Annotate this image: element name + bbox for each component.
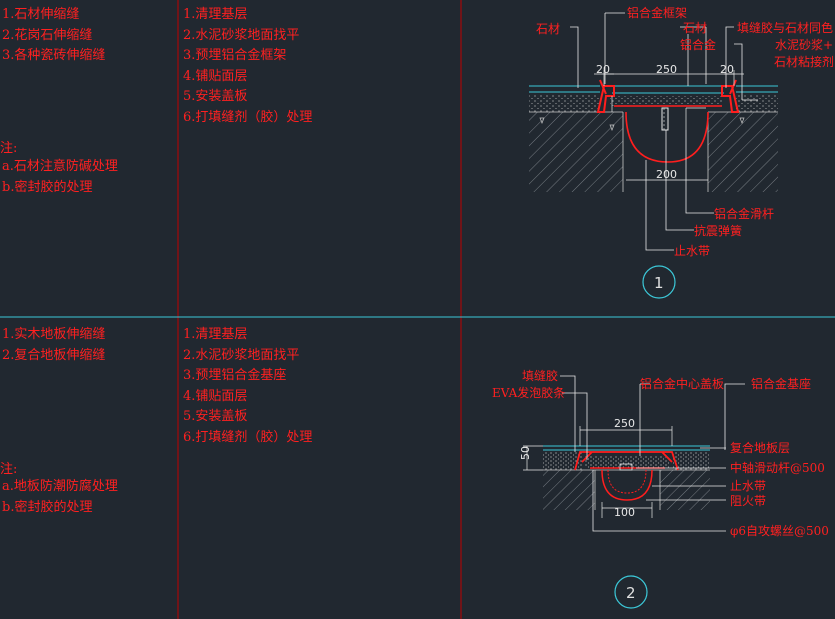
label-stone: 石材 xyxy=(536,22,560,36)
waterstop-u xyxy=(625,111,709,163)
label-waterstop: 止水带 xyxy=(674,244,710,258)
detail-badge-1 xyxy=(642,265,676,299)
step-item: 1.清理基层 xyxy=(183,327,248,342)
label-slide-rod: 中轴滑动杆@500 xyxy=(730,460,825,475)
step-item: 5.安装盖板 xyxy=(183,89,248,104)
waterstop-u xyxy=(601,469,653,501)
step-item: 5.安装盖板 xyxy=(183,409,248,424)
type-item: 3.各种瓷砖伸缩缝 xyxy=(2,48,106,63)
panel2-note-title: 注: xyxy=(0,462,18,477)
step-item: 6.打填缝剂（胶）处理 xyxy=(183,429,313,445)
panel1-steps: 1.清理基层 2.水泥砂浆地面找平 3.预埋铝合金框架 4.铺贴面层 5.安装盖… xyxy=(183,5,312,128)
step-item: 3.预埋铝合金基座 xyxy=(183,368,287,383)
detail-badge-2 xyxy=(614,575,648,609)
label-base: 铝合金基座 xyxy=(751,376,811,391)
type-item: 2.花岗石伸缩缝 xyxy=(2,27,93,43)
badge-number: 2 xyxy=(626,584,636,602)
note-item: b.密封胶的处理 xyxy=(2,499,93,515)
type-item: 1.实木地板伸缩缝 xyxy=(2,327,106,342)
mortar-left xyxy=(543,452,583,470)
label-al: 铝合金 xyxy=(680,37,716,52)
concrete-left xyxy=(529,112,623,192)
type-item: 1.石材伸缩缝 xyxy=(2,7,80,22)
step-item: 2.水泥砂浆地面找平 xyxy=(183,27,300,43)
step-item: 6.打填缝剂（胶）处理 xyxy=(183,109,313,125)
concrete-left xyxy=(543,470,595,510)
concrete-right xyxy=(660,470,710,510)
label-mortar: 水泥砂浆+ xyxy=(775,37,833,52)
mortar-right xyxy=(736,94,778,112)
note-item: b.密封胶的处理 xyxy=(2,179,93,195)
label-laminate: 复合地板层 xyxy=(730,440,790,455)
note-item: a.石材注意防碱处理 xyxy=(2,159,118,174)
panel2-types: 1.实木地板伸缩缝 2.复合地板伸缩缝 xyxy=(2,325,105,366)
label-filler: 填缝胶 xyxy=(522,368,558,383)
mortar-center xyxy=(610,96,722,106)
panel2-notes: a.地板防潮防腐处理 b.密封胶的处理 xyxy=(2,477,118,518)
slide-rod xyxy=(619,463,633,471)
step-item: 1.清理基层 xyxy=(183,7,248,22)
mortar-right xyxy=(672,452,710,470)
label-spring: 抗震弹簧 xyxy=(694,223,742,238)
panel2-steps: 1.清理基层 2.水泥砂浆地面找平 3.预埋铝合金基座 4.铺贴面层 5.安装盖… xyxy=(183,325,312,448)
label-stone2: 石材 xyxy=(683,21,707,35)
note-item: a.地板防潮防腐处理 xyxy=(2,479,118,494)
label-al-frame: 铝合金框架 xyxy=(627,5,687,20)
step-item: 3.预埋铝合金框架 xyxy=(183,48,287,63)
concrete-right xyxy=(708,112,778,192)
step-item: 4.铺贴面层 xyxy=(183,388,248,404)
badge-number: 1 xyxy=(654,274,664,292)
al-frame-right xyxy=(721,85,740,113)
dim-top: 250 xyxy=(656,63,677,76)
panel1-types: 1.石材伸缩缝 2.花岗石伸缩缝 3.各种瓷砖伸缩缝 xyxy=(2,5,105,67)
al-base xyxy=(574,451,679,471)
dim-left: 20 xyxy=(596,63,610,76)
label-filler: 填缝胶与石材同色 xyxy=(737,20,833,35)
mortar-center xyxy=(585,456,670,468)
dim-bottom: 100 xyxy=(614,506,635,519)
dim-left: 50 xyxy=(519,446,532,460)
mortar-left xyxy=(529,94,599,112)
label-center-plate: 铝合金中心盖板 xyxy=(640,376,724,391)
panel1-note-title: 注: xyxy=(0,141,18,156)
label-fire-belt: 阻火带 xyxy=(730,494,766,508)
dim-top: 250 xyxy=(614,417,635,430)
label-screw: φ6自攻螺丝@500 xyxy=(730,524,829,538)
spring xyxy=(661,107,669,131)
step-item: 2.水泥砂浆地面找平 xyxy=(183,347,300,363)
label-waterstop: 止水带 xyxy=(730,479,766,493)
dim-bottom: 200 xyxy=(656,168,677,181)
label-eva: EVA发泡胶条 xyxy=(492,385,565,400)
step-item: 4.铺贴面层 xyxy=(183,68,248,84)
panel1-notes: a.石材注意防碱处理 b.密封胶的处理 xyxy=(2,157,118,198)
label-stone-adhesive: 石材粘接剂 xyxy=(774,54,834,69)
label-slide-bar: 铝合金滑杆 xyxy=(714,206,774,221)
type-item: 2.复合地板伸缩缝 xyxy=(2,347,106,363)
dim-right: 20 xyxy=(720,63,734,76)
